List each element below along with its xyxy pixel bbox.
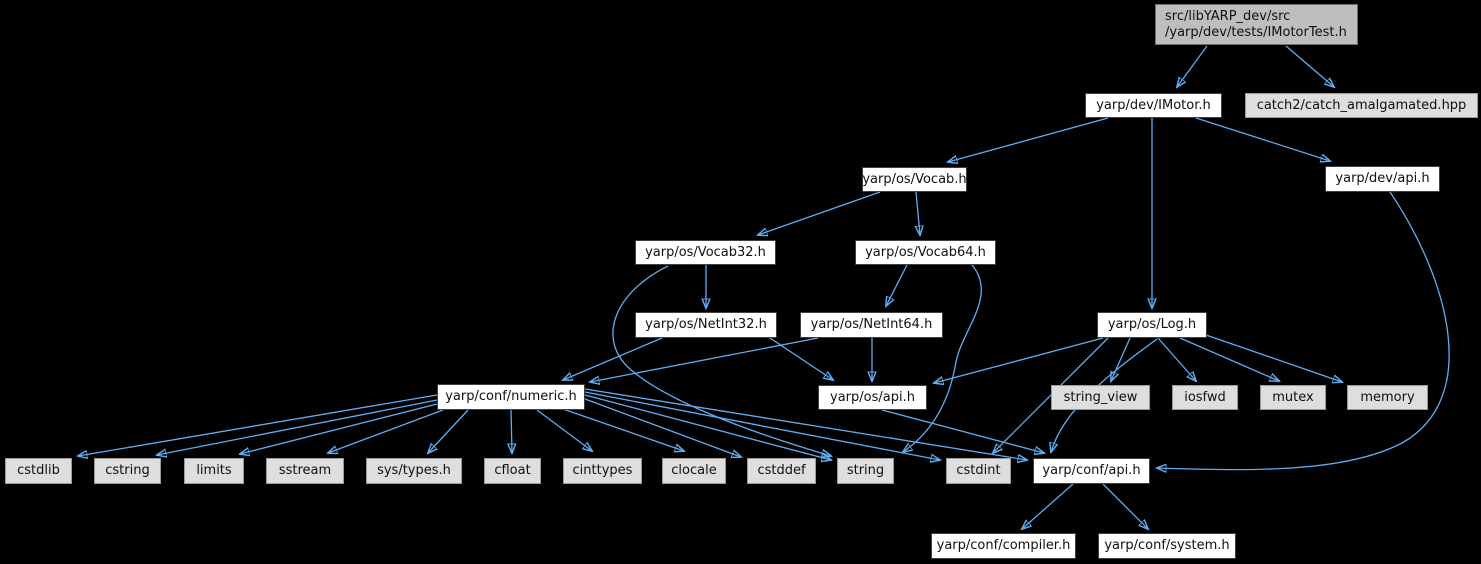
node-cstdint-header: cstdint: [946, 458, 1011, 484]
node-netint32-header[interactable]: yarp/os/NetInt32.h: [635, 312, 777, 338]
node-system-header[interactable]: yarp/conf/system.h: [1098, 533, 1236, 559]
node-vocab32-header[interactable]: yarp/os/Vocab32.h: [635, 240, 776, 265]
edge-vocab-to-vocab32: [758, 191, 881, 235]
edge-imotor-to-devapi: [1195, 117, 1330, 161]
edge-osapi-to-confapi: [881, 409, 1044, 453]
edge-log-to-osapi: [934, 337, 1104, 383]
edge-numeric-to-systypes: [428, 409, 469, 453]
edge-confapi-to-system: [1102, 483, 1148, 529]
node-sys-types-header: sys/types.h: [366, 458, 462, 484]
edge-numeric-to-cstdlib: [78, 394, 438, 456]
node-vocab-header[interactable]: yarp/os/Vocab.h: [862, 167, 967, 192]
edge-numeric-to-cstdint: [584, 391, 940, 460]
node-cinttypes-header: cinttypes: [563, 458, 642, 484]
edge-confapi-to-compiler: [1022, 483, 1074, 529]
node-mutex-header: mutex: [1260, 385, 1326, 410]
edge-imotor-to-vocab: [948, 117, 1109, 162]
node-limits-header: limits: [184, 458, 244, 484]
node-dev-api-header[interactable]: yarp/dev/api.h: [1325, 166, 1440, 192]
edge-log-to-memory: [1205, 334, 1342, 382]
edge-vocab32-to-string: [612, 265, 831, 456]
node-cstdlib-header: cstdlib: [5, 458, 72, 484]
edge-numeric-to-sstream: [328, 409, 444, 453]
edge-log-to-string_view: [1111, 337, 1131, 381]
node-string-header: string: [837, 458, 894, 484]
node-clocale-header: clocale: [662, 458, 726, 484]
node-netint64-header[interactable]: yarp/os/NetInt64.h: [800, 312, 943, 338]
edge-netint64-to-numeric: [590, 337, 819, 382]
node-cfloat-header: cfloat: [484, 458, 541, 484]
node-string-view-header: string_view: [1051, 385, 1150, 410]
edge-devapi-to-confapi: [1157, 191, 1450, 470]
edge-root-to-imotor: [1177, 45, 1208, 87]
edge-root-to-catch2: [1285, 45, 1334, 87]
node-catch2-header: catch2/catch_amalgamated.hpp: [1245, 93, 1478, 118]
edge-numeric-to-cstring: [157, 399, 438, 455]
edge-numeric-to-limits: [240, 403, 438, 454]
edge-log-to-iosfwd: [1157, 337, 1196, 381]
node-log-header[interactable]: yarp/os/Log.h: [1097, 312, 1207, 338]
edge-netint32-to-numeric: [563, 337, 663, 380]
edge-numeric-to-cstddef: [584, 398, 741, 457]
edge-numeric-to-confapi: [584, 388, 1027, 460]
edge-numeric-to-string: [584, 394, 831, 460]
node-os-api-header[interactable]: yarp/os/api.h: [818, 385, 927, 410]
edge-numeric-to-cfloat: [511, 409, 512, 453]
edge-numeric-to-cinttypes: [536, 409, 592, 451]
edge-vocab64-to-netint64: [886, 264, 908, 306]
node-cstring-header: cstring: [94, 458, 161, 484]
node-vocab64-header[interactable]: yarp/os/Vocab64.h: [855, 240, 996, 265]
edge-numeric-to-clocale: [559, 407, 684, 451]
node-sstream-header: sstream: [266, 458, 344, 484]
edge-log-to-mutex: [1179, 337, 1279, 381]
node-numeric-header[interactable]: yarp/conf/numeric.h: [437, 384, 585, 410]
node-compiler-header[interactable]: yarp/conf/compiler.h: [931, 533, 1076, 559]
edge-log-to-cstdint: [993, 337, 1109, 453]
node-cstddef-header: cstddef: [747, 458, 816, 484]
node-imotortest-current: src/libYARP_dev/src /yarp/dev/tests/IMot…: [1155, 4, 1358, 45]
edge-vocab-to-vocab64: [916, 191, 920, 235]
node-conf-api-header[interactable]: yarp/conf/api.h: [1033, 458, 1150, 484]
edge-netint32-to-osapi: [769, 337, 833, 380]
edge-vocab64-to-string: [903, 264, 982, 452]
node-iosfwd-header: iosfwd: [1172, 385, 1238, 410]
node-imotor-header[interactable]: yarp/dev/IMotor.h: [1085, 93, 1222, 118]
node-memory-header: memory: [1347, 385, 1428, 410]
